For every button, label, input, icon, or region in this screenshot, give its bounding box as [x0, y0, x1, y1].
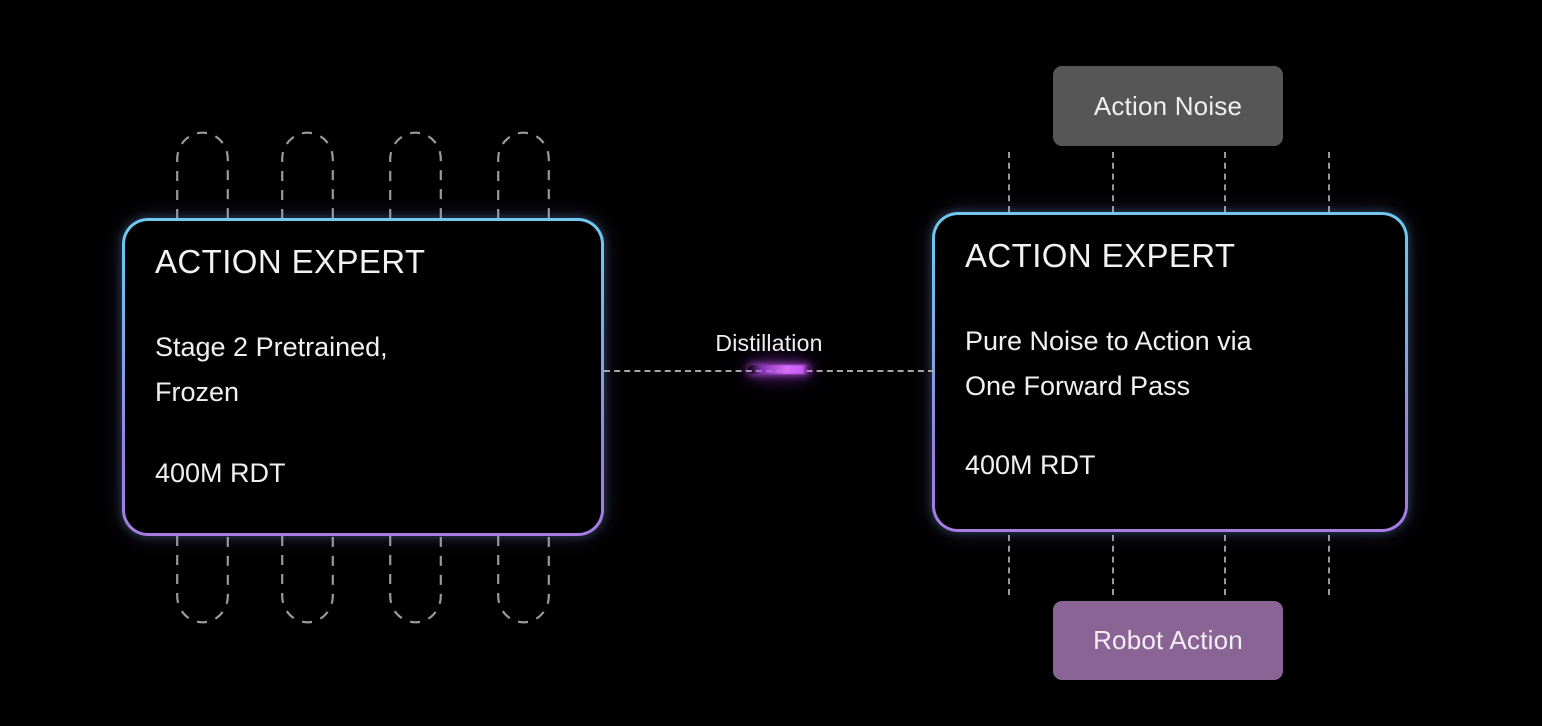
token-arch-top: [281, 131, 334, 219]
card-title: ACTION EXPERT: [965, 237, 1236, 274]
token-tick-top: [1008, 152, 1010, 212]
card-description: Stage 2 Pretrained, Frozen: [155, 332, 388, 407]
token-arch-bottom: [281, 536, 334, 624]
token-tick-bottom: [1328, 535, 1330, 595]
token-tick-top: [1112, 152, 1114, 212]
token-arch-bottom: [497, 536, 550, 624]
distillation-label: Distillation: [715, 330, 823, 356]
token-arch-top: [389, 131, 442, 219]
token-arch-bottom: [176, 536, 229, 624]
distillation-pulse-glow: [748, 365, 810, 374]
card-body: ACTION EXPERT Stage 2 Pretrained, Frozen…: [125, 221, 601, 533]
robot-action-badge[interactable]: Robot Action: [1053, 601, 1283, 680]
card-model-size: 400M RDT: [965, 450, 1096, 480]
card-title: ACTION EXPERT: [155, 243, 426, 280]
token-arch-top: [176, 131, 229, 219]
token-tick-bottom: [1008, 535, 1010, 595]
token-tick-top: [1328, 152, 1330, 212]
action-noise-badge[interactable]: Action Noise: [1053, 66, 1283, 146]
token-tick-top: [1224, 152, 1226, 212]
action-expert-student-card[interactable]: ACTION EXPERT Pure Noise to Action via O…: [932, 212, 1408, 532]
token-arch-top: [497, 131, 550, 219]
card-body: ACTION EXPERT Pure Noise to Action via O…: [935, 215, 1405, 529]
token-arch-bottom: [389, 536, 442, 624]
token-tick-bottom: [1112, 535, 1114, 595]
token-tick-bottom: [1224, 535, 1226, 595]
action-expert-teacher-card[interactable]: ACTION EXPERT Stage 2 Pretrained, Frozen…: [122, 218, 604, 536]
card-model-size: 400M RDT: [155, 458, 286, 488]
card-description: Pure Noise to Action via One Forward Pas…: [965, 326, 1252, 401]
